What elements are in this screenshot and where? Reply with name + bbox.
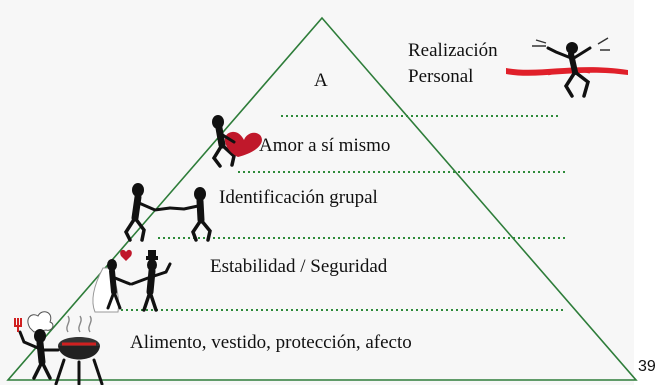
person-with-heart-icon	[211, 115, 262, 168]
runner-finish-line-icon	[506, 37, 628, 98]
pyramid-apex-label: A	[314, 70, 328, 91]
level-label-realizacion-personal: Realización Personal	[408, 40, 498, 87]
level-label-amor-a-si-mismo: Amor a sí mismo	[259, 135, 391, 156]
page-number: 39	[638, 358, 656, 375]
pyramid-outline	[6, 16, 638, 381]
level-label-estabilidad-seguridad: Estabilidad / Seguridad	[210, 256, 388, 277]
level-label-identificacion-grupal: Identificación grupal	[219, 187, 378, 208]
level-label-alimento-vestido: Alimento, vestido, protección, afecto	[130, 332, 412, 353]
wedding-couple-icon	[92, 249, 172, 313]
handshake-people-icon	[123, 183, 212, 242]
diagram-panel	[0, 0, 634, 385]
chef-barbecue-icon	[14, 311, 104, 385]
